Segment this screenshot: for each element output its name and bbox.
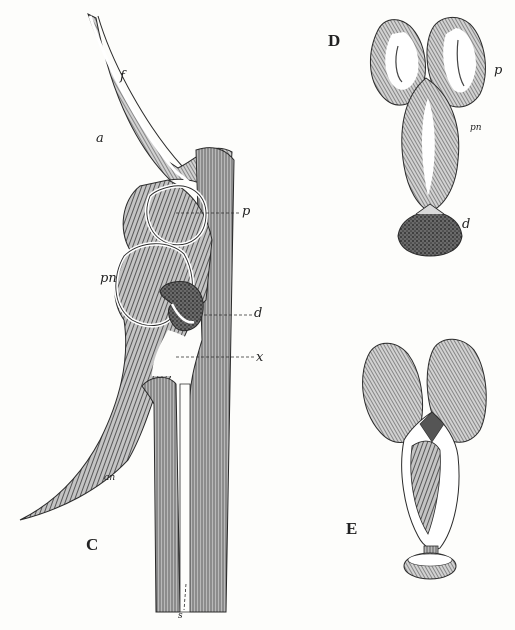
panel-label-d: D — [328, 32, 340, 49]
label-d-d: d — [462, 218, 470, 231]
label-c-p: p — [242, 205, 250, 218]
label-c-x: x — [256, 351, 263, 364]
label-c-s: s — [178, 612, 183, 621]
label-c-d: d — [254, 307, 262, 320]
panel-label-e: E — [346, 520, 357, 537]
label-d-pn: pn — [470, 124, 482, 133]
label-c-a: a — [96, 132, 104, 145]
panel-label-c: C — [86, 536, 98, 553]
label-c-pn: pn — [100, 272, 117, 285]
label-c-f: f — [120, 70, 125, 83]
label-c-an: an — [104, 474, 115, 483]
label-d-p: p — [494, 64, 502, 77]
